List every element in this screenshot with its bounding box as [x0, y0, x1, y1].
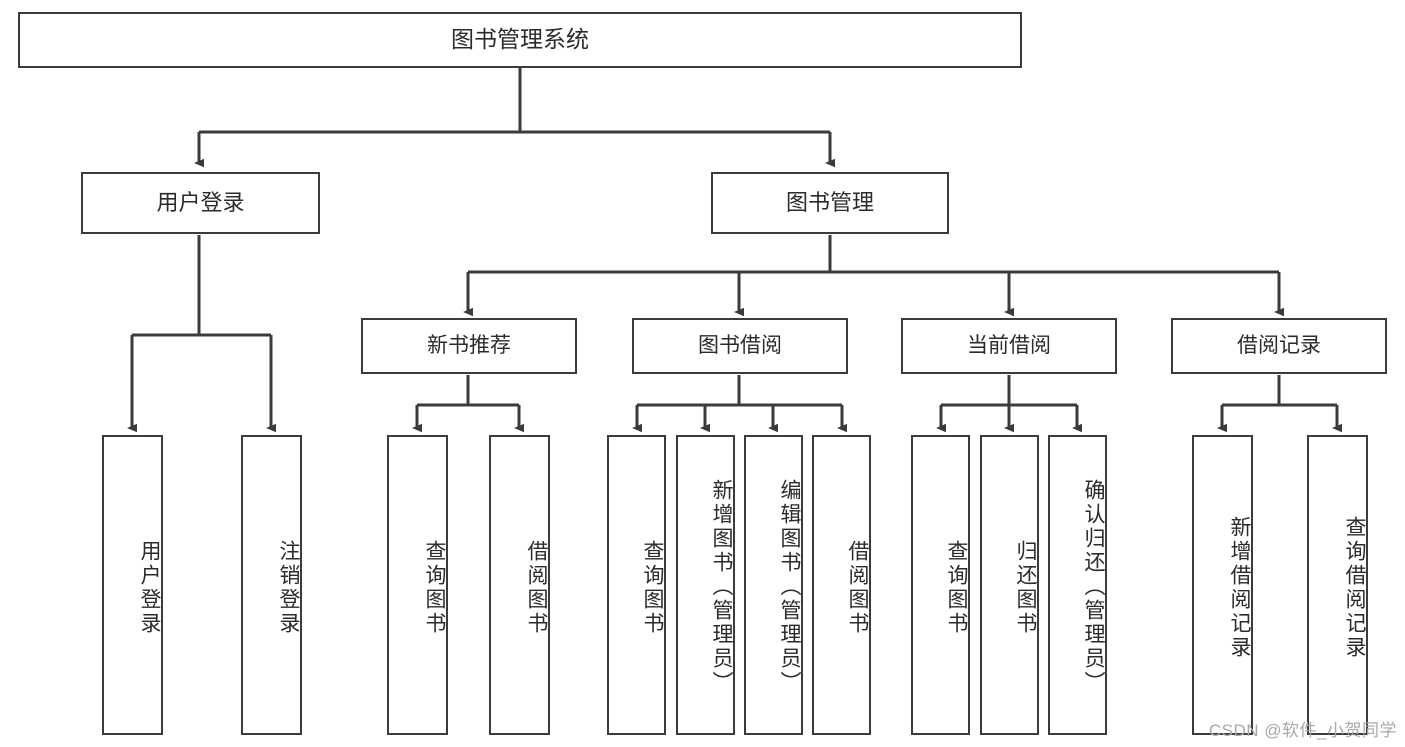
node-leaf-add-book[interactable]: 新增图书（管理员）	[676, 435, 735, 735]
node-book-borrow[interactable]: 图书借阅	[632, 318, 848, 374]
node-leaf-borrow-book-1[interactable]: 借阅图书	[489, 435, 550, 735]
leaf-label: 新增图书（管理员）	[710, 479, 733, 695]
leaf-label: 用户登录	[138, 540, 161, 636]
node-borrow-record[interactable]: 借阅记录	[1171, 318, 1387, 374]
node-leaf-user-login[interactable]: 用户登录	[102, 435, 163, 735]
leaf-label: 借阅图书	[846, 540, 869, 636]
node-leaf-return-book[interactable]: 归还图书	[980, 435, 1039, 735]
node-current-borrow[interactable]: 当前借阅	[901, 318, 1117, 374]
node-new-book-recommend[interactable]: 新书推荐	[361, 318, 577, 374]
node-leaf-query-book-1[interactable]: 查询图书	[387, 435, 448, 735]
leaf-label: 查询图书	[945, 540, 968, 636]
leaf-label: 查询图书	[641, 540, 664, 636]
node-root-system[interactable]: 图书管理系统	[18, 12, 1022, 68]
leaf-label: 归还图书	[1014, 540, 1037, 636]
node-leaf-edit-book[interactable]: 编辑图书（管理员）	[744, 435, 803, 735]
leaf-label: 注销登录	[277, 540, 300, 636]
node-leaf-query-book-2[interactable]: 查询图书	[607, 435, 666, 735]
node-leaf-borrow-book-2[interactable]: 借阅图书	[812, 435, 871, 735]
node-leaf-add-record[interactable]: 新增借阅记录	[1192, 435, 1253, 735]
leaf-label: 借阅图书	[525, 540, 548, 636]
node-leaf-confirm-return[interactable]: 确认归还（管理员）	[1048, 435, 1107, 735]
node-leaf-query-record[interactable]: 查询借阅记录	[1307, 435, 1368, 735]
leaf-label: 查询图书	[423, 540, 446, 636]
node-user-login[interactable]: 用户登录	[81, 172, 320, 234]
leaf-label: 确认归还（管理员）	[1082, 479, 1105, 695]
leaf-label: 编辑图书（管理员）	[778, 479, 801, 695]
leaf-label: 新增借阅记录	[1228, 516, 1251, 660]
node-leaf-query-book-3[interactable]: 查询图书	[911, 435, 970, 735]
watermark-text: CSDN @软件_小贺同学	[1208, 721, 1397, 740]
leaf-label: 查询借阅记录	[1343, 516, 1366, 660]
node-book-management[interactable]: 图书管理	[711, 172, 949, 234]
node-leaf-logout-login[interactable]: 注销登录	[241, 435, 302, 735]
